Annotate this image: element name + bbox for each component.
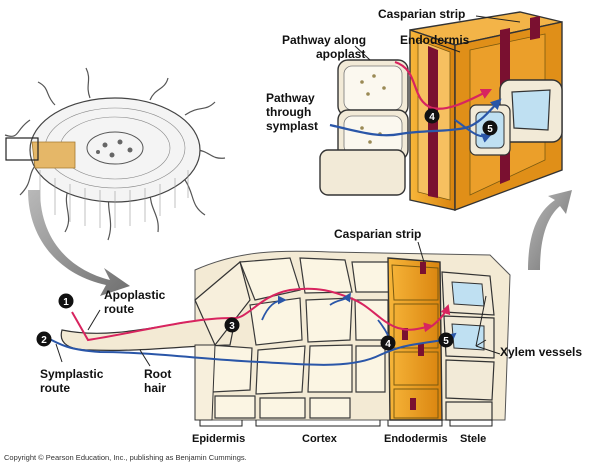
copyright-notice: Copyright © Pearson Education, Inc., pub… — [4, 453, 247, 462]
symplast-pathway-3d — [329, 98, 502, 137]
marker-5-top: 5 — [482, 120, 498, 136]
label-casparian-strip-top: Casparian strip — [378, 7, 465, 21]
label-apoplastic-route-2: route — [104, 302, 134, 316]
cortex-cells — [209, 257, 393, 419]
svg-text:5: 5 — [443, 336, 449, 347]
label-pathway-symplast-2: through — [266, 105, 311, 119]
label-symplastic-route-2: route — [40, 381, 70, 395]
svg-text:4: 4 — [429, 112, 435, 123]
svg-text:5: 5 — [487, 124, 493, 135]
endodermis-3d-block: 4 5 — [319, 11, 563, 212]
label-epidermis: Epidermis — [192, 433, 245, 445]
svg-text:3: 3 — [229, 321, 235, 332]
root-cross-section — [4, 67, 226, 241]
marker-4-top: 4 — [424, 108, 440, 124]
tissue-panel: 1 2 3 4 5 — [36, 241, 511, 427]
label-apoplastic-route-1: Apoplastic — [104, 288, 166, 302]
marker-1: 1 — [58, 293, 74, 309]
svg-text:1: 1 — [63, 297, 69, 308]
label-root-hair-2: hair — [144, 381, 166, 395]
label-endodermis-top: Endodermis — [400, 33, 470, 47]
label-casparian-strip-bottom: Casparian strip — [334, 227, 421, 241]
highlighted-wedge — [31, 141, 76, 169]
endodermis-band — [387, 257, 443, 421]
label-stele: Stele — [460, 433, 486, 445]
leader-lines — [55, 241, 501, 367]
symplastic-route-line — [43, 332, 457, 366]
label-root-hair-1: Root — [144, 367, 171, 381]
zoom-arrow-up — [528, 190, 572, 270]
label-pathway-apoplast-1: Pathway along — [282, 33, 366, 47]
zoom-box — [5, 137, 39, 161]
marker-3: 3 — [224, 317, 240, 333]
apoplast-pathway-3d — [394, 60, 492, 110]
label-endodermis-bottom: Endodermis — [384, 433, 448, 445]
label-pathway-apoplast-2: apoplast — [316, 47, 365, 61]
svg-text:2: 2 — [41, 335, 47, 346]
casparian-strips — [402, 262, 426, 410]
marker-2: 2 — [36, 331, 52, 347]
tissue-brackets — [199, 420, 493, 427]
label-cortex: Cortex — [302, 433, 338, 445]
marker-5: 5 — [438, 332, 454, 348]
label-pathway-symplast-3: symplast — [266, 119, 318, 133]
label-pathway-symplast-1: Pathway — [266, 91, 315, 105]
zoom-arrow-down — [28, 190, 130, 296]
label-symplastic-route-1: Symplastic — [40, 367, 104, 381]
svg-text:4: 4 — [385, 339, 391, 350]
label-xylem-vessels: Xylem vessels — [500, 345, 582, 359]
marker-4: 4 — [380, 335, 396, 351]
apoplastic-route-line — [71, 287, 434, 342]
root-side-lines — [39, 170, 189, 228]
